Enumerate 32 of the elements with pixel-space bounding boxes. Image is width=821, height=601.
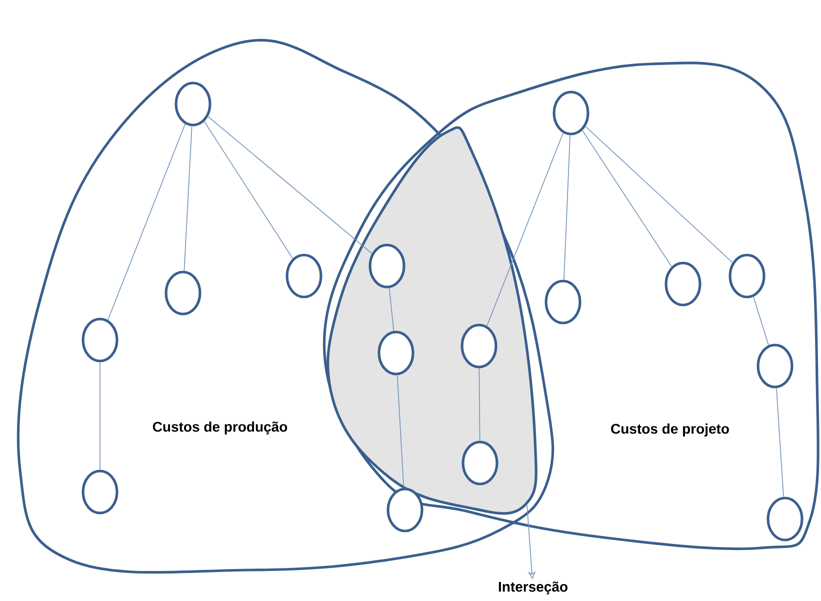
connector-line (204, 121, 294, 259)
callout-label: Interseção (498, 581, 568, 594)
circle (462, 440, 498, 486)
circle (378, 330, 414, 376)
circle (82, 470, 118, 514)
connector-line (776, 388, 784, 498)
connector-line (564, 134, 570, 280)
circle (766, 496, 804, 542)
connector-line (478, 368, 480, 442)
connector-line (753, 296, 769, 346)
circle (460, 324, 498, 368)
circle (756, 344, 794, 388)
circle (286, 254, 322, 298)
connector-line (184, 126, 192, 272)
connector-line (582, 130, 672, 267)
intersection-region (326, 126, 538, 515)
group-label: Custos de produção (152, 421, 288, 435)
connector-line (388, 288, 394, 332)
circle (728, 254, 766, 298)
circle (664, 262, 702, 306)
circle (164, 270, 202, 316)
circle (552, 90, 590, 136)
connector-line (486, 132, 564, 326)
connector-line (108, 124, 186, 320)
connector-line (585, 126, 733, 263)
connector-line (396, 374, 404, 488)
group-label: Custos de projeto (611, 423, 729, 437)
circle (82, 318, 118, 362)
circle (386, 488, 424, 532)
circle (174, 82, 212, 126)
circle (544, 280, 582, 324)
circle (368, 244, 406, 288)
